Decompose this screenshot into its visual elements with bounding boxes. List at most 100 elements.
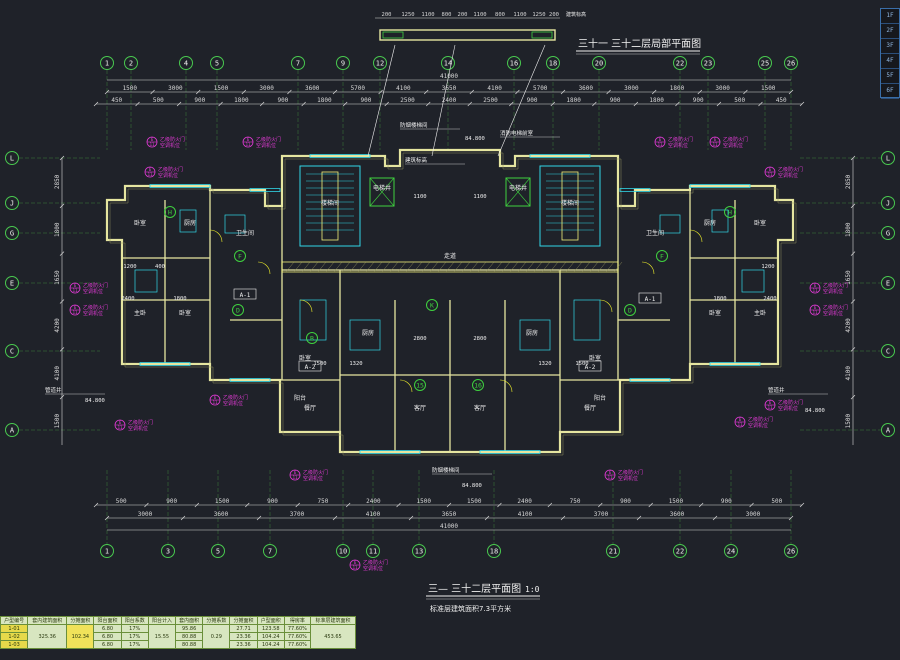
axis-label: 13	[415, 548, 423, 556]
annot-text: 空调机位	[128, 425, 148, 432]
dim-text: 1800	[317, 97, 332, 104]
hatch	[453, 261, 463, 273]
door-swing	[641, 261, 655, 275]
axis-label: C	[886, 348, 890, 356]
window	[249, 188, 281, 192]
dim-text: 3600	[670, 511, 685, 518]
partial-dim-text: 200	[458, 12, 468, 18]
room-label: 卧室	[299, 354, 311, 362]
dim-tick	[259, 101, 265, 107]
dim-tick	[295, 502, 300, 508]
axis-bubble	[881, 344, 895, 358]
room-label: 厨房	[362, 329, 374, 337]
annot-text: 空调机位	[723, 142, 743, 149]
note-text: 管道井	[45, 386, 62, 394]
detail-num: 6	[659, 137, 662, 142]
window	[709, 362, 761, 366]
layer-item[interactable]: 2F	[881, 24, 899, 39]
dim-text: 4100	[54, 366, 61, 381]
dim-tick	[712, 515, 718, 521]
dim-tick	[799, 502, 805, 508]
dim-text: 2500	[483, 97, 498, 104]
partial-window	[382, 31, 404, 39]
dim-tick	[59, 155, 65, 161]
dim-text: 750	[318, 498, 329, 505]
room-bubble	[624, 304, 636, 316]
room-bubble	[232, 304, 244, 316]
dim-text: 900	[620, 498, 631, 505]
dim-tick	[788, 515, 794, 521]
hatch	[429, 261, 439, 273]
axis-label: 18	[549, 60, 557, 68]
hatch	[525, 261, 535, 273]
detail-num: 11	[148, 172, 153, 177]
partial-dim-text: 800	[442, 12, 452, 18]
dim-tick	[850, 347, 856, 352]
unit-tag	[638, 292, 662, 304]
axis-label: 12	[376, 60, 384, 68]
dim-tick	[850, 394, 856, 400]
axis-bubble	[124, 56, 138, 70]
annot-text: 乙级防火门	[618, 469, 643, 476]
hatch	[509, 261, 519, 273]
dim-tick	[515, 89, 520, 95]
dim-text: 5700	[351, 85, 366, 92]
dim-text: 4100	[366, 511, 381, 518]
partial-window	[531, 31, 553, 39]
partial-plan-title: 三十一 三十二层局部平面图	[578, 37, 701, 50]
partial-dim-text: 1100	[473, 12, 486, 18]
dim-tick	[241, 89, 247, 95]
inner-dim: 1320	[349, 361, 362, 367]
hatch	[341, 261, 351, 273]
inner-dim: 1800	[173, 296, 186, 302]
layer-item[interactable]: 4F	[881, 54, 899, 69]
inner-dim: 2400	[121, 296, 134, 302]
axis-bubble	[724, 544, 738, 558]
unit-label: A-1	[240, 292, 251, 299]
dim-tick	[469, 89, 475, 95]
axis-bubble	[441, 56, 455, 70]
dim-tick	[195, 89, 201, 95]
door-swing	[499, 379, 513, 393]
dim-tick	[716, 101, 722, 107]
dim-tick	[698, 502, 704, 508]
axis-bubble	[881, 151, 895, 165]
room-bubble-label: H	[168, 209, 172, 217]
layer-item[interactable]: 3F	[881, 39, 899, 54]
partial-dim-text: 1250	[401, 12, 414, 18]
annot-text: 空调机位	[158, 172, 178, 179]
detail-num: 11	[768, 172, 773, 177]
dim-tick	[180, 515, 186, 521]
axis-bubble	[412, 544, 426, 558]
table-cell: 80.88	[175, 640, 204, 649]
detail-num: 6	[247, 137, 250, 142]
layer-item[interactable]: 1F	[881, 9, 899, 24]
dim-tick	[93, 502, 99, 508]
dim-text: 1500	[845, 413, 852, 428]
hatch	[493, 261, 503, 273]
note-text: 防烟楼梯间	[400, 121, 428, 129]
dim-text: 900	[693, 97, 704, 104]
detail-num: 11	[353, 565, 358, 570]
inner-dim: 1500	[575, 361, 588, 367]
annot-text: 乙级防火门	[823, 304, 848, 311]
detail-num: 6	[769, 400, 772, 405]
table-header-cell: 标准层建筑面积	[309, 616, 357, 625]
detail-num: 11	[246, 142, 251, 147]
layer-item[interactable]: 6F	[881, 84, 899, 99]
detail-num: 11	[738, 422, 743, 427]
hatch	[613, 261, 623, 273]
layer-item[interactable]: 5F	[881, 69, 899, 84]
hatch	[333, 261, 343, 273]
table-header-cell: 得房率	[283, 616, 311, 625]
stair-core	[539, 165, 601, 247]
dim-text: 900	[194, 97, 205, 104]
room-label: 阳台	[594, 394, 606, 402]
dim-text: 3700	[594, 511, 609, 518]
dim-tick	[150, 89, 155, 95]
axis-label: 22	[676, 548, 684, 556]
axis-label: 5	[215, 60, 219, 68]
annot-text: 空调机位	[160, 142, 180, 149]
fixture	[299, 299, 327, 341]
